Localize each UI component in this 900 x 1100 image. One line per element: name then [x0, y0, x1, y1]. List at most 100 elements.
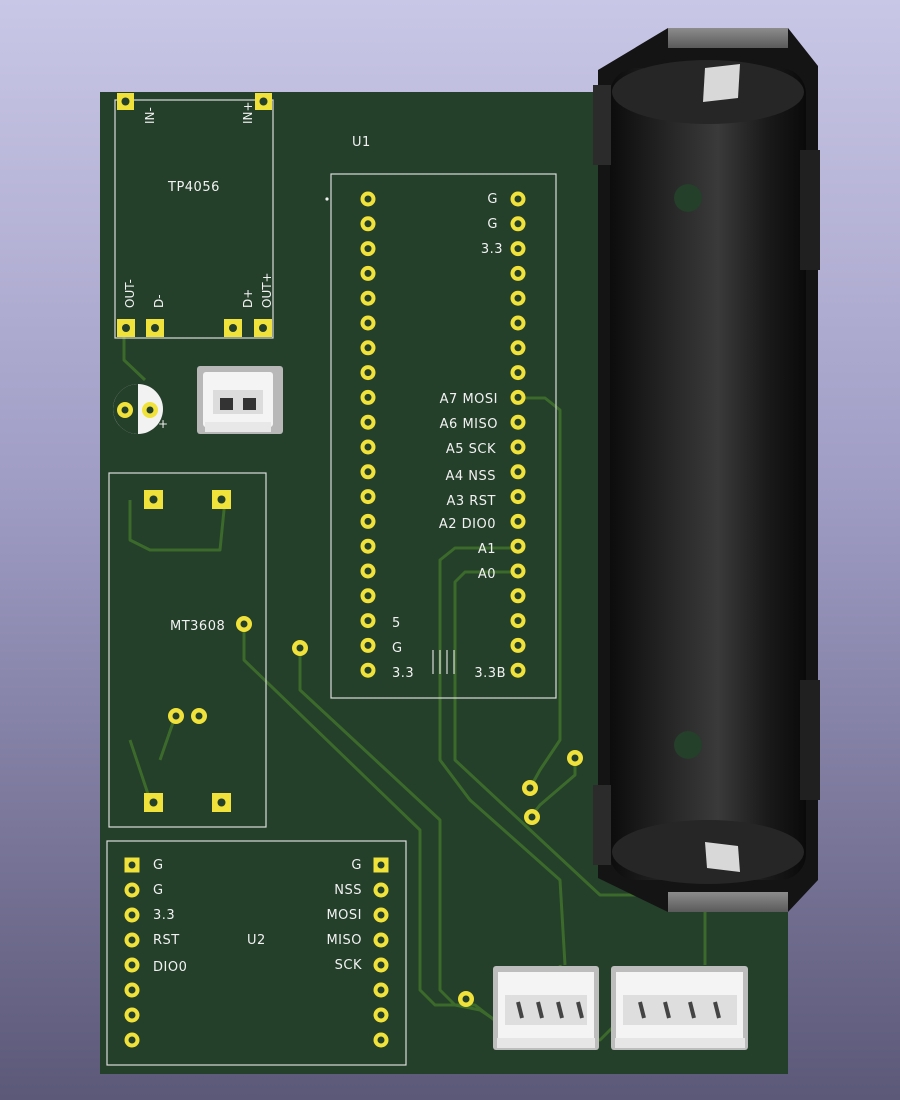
battery-holder-18650	[593, 28, 820, 912]
u1-label-a0: A0	[478, 567, 496, 582]
u2-pad-right-3-hole	[377, 911, 385, 919]
u1-pad-right-11-hole	[514, 443, 522, 451]
u2-footprint: U2 G G 3.3 RST DIO0 G NSS MOSI MISO SCK	[106, 840, 407, 1066]
u1-pad-left-6-hole	[364, 319, 372, 327]
u1-label-a7-mosi: A7 MOSI	[440, 392, 498, 407]
u2-pad-right-1-hole	[377, 861, 385, 869]
u1-pad-right-8-hole	[514, 369, 522, 377]
pin-label-in-minus: IN-	[143, 107, 157, 124]
u1-label-5v: 5	[392, 616, 401, 631]
u2-pad-left-6-hole	[128, 986, 136, 994]
u1-pad-left-10-hole	[364, 418, 372, 426]
vias	[458, 750, 583, 1007]
u2-label-g-right: G	[351, 858, 362, 873]
u1-label-g2: G	[487, 217, 498, 232]
u1-pad-right-17-hole	[514, 592, 522, 600]
u1-label-3v3b: 3.3B	[474, 666, 506, 681]
pin-label-out-plus: OUT+	[260, 272, 274, 308]
u1-pad-right-3-hole	[514, 245, 522, 253]
u1-pad-right-18-hole	[514, 617, 522, 625]
u2-label-sck: SCK	[335, 958, 362, 973]
jst-2pin-connector	[197, 366, 283, 434]
u2-pad-left-4-hole	[128, 936, 136, 944]
u2-pad-right-4-hole	[377, 936, 385, 944]
u1-pad-right-14-hole	[514, 517, 522, 525]
pin-label-d-minus: D-	[152, 294, 166, 308]
u1-pad-left-1-hole	[364, 195, 372, 203]
c1-plus-label: +	[158, 417, 168, 431]
pin-label-out-minus: OUT-	[123, 279, 137, 308]
u1-pad-right-10-hole	[514, 418, 522, 426]
c1-ref-label: C1	[138, 389, 156, 404]
mt3608-label: MT3608	[170, 619, 225, 634]
u1-label-gnd: G	[392, 641, 403, 656]
u2-label-mosi: MOSI	[326, 908, 362, 923]
u2-label-g1: G	[153, 858, 164, 873]
u2-pad-left-5-hole	[128, 961, 136, 969]
u1-label-a4-nss: A4 NSS	[445, 469, 496, 484]
u2-pad-right-5-hole	[377, 961, 385, 969]
u1-label-g1: G	[487, 192, 498, 207]
u2-ref-label: U2	[247, 933, 266, 948]
u1-pad-right-19-hole	[514, 641, 522, 649]
u1-pad-right-4-hole	[514, 269, 522, 277]
u1-label-3v3-left: 3.3	[392, 666, 414, 681]
jst-4pin-connector-left	[493, 966, 599, 1050]
u2-label-miso: MISO	[326, 933, 362, 948]
u2-pad-right-7-hole	[377, 1011, 385, 1019]
u1-pad-left-7-hole	[364, 344, 372, 352]
u2-pad-left-1-hole	[128, 861, 136, 869]
u1-pad-left-5-hole	[364, 294, 372, 302]
u1-label-a2-dio0: A2 DIO0	[439, 517, 496, 532]
u1-pad-right-6-hole	[514, 319, 522, 327]
u2-pad-left-8-hole	[128, 1036, 136, 1044]
u1-pad-left-18-hole	[364, 617, 372, 625]
u1-pad-left-4-hole	[364, 269, 372, 277]
u1-pad-right-15-hole	[514, 542, 522, 550]
u1-pad-right-5-hole	[514, 294, 522, 302]
u2-pad-right-8-hole	[377, 1036, 385, 1044]
u1-pad-left-8-hole	[364, 369, 372, 377]
pin-label-d-plus: D+	[241, 289, 255, 308]
u2-label-g2: G	[153, 883, 164, 898]
u1-pad-left-15-hole	[364, 542, 372, 550]
mt3608-module: MT3608	[108, 472, 308, 828]
u1-label-a1: A1	[478, 542, 496, 557]
u1-pad-left-19-hole	[364, 641, 372, 649]
u1-pad-right-12-hole	[514, 468, 522, 476]
u1-label-a3-rst: A3 RST	[446, 494, 496, 509]
u1-label-a5-sck: A5 SCK	[446, 442, 496, 457]
u1-pad-left-17-hole	[364, 592, 372, 600]
u1-pad-right-13-hole	[514, 493, 522, 501]
tp4056-module: TP4056 IN- IN+ OUT- D- D+ OUT+	[114, 93, 274, 339]
u1-pad-left-12-hole	[364, 468, 372, 476]
u1-pad-right-16-hole	[514, 567, 522, 575]
u1-pad-right-2-hole	[514, 220, 522, 228]
u1-label-a6-miso: A6 MISO	[440, 417, 498, 432]
u1-pad-left-20-hole	[364, 666, 372, 674]
u1-pad-left-14-hole	[364, 517, 372, 525]
u2-label-nss: NSS	[334, 883, 362, 898]
tp4056-label: TP4056	[167, 180, 220, 195]
u2-pad-left-7-hole	[128, 1011, 136, 1019]
pin-label-in-plus: IN+	[241, 101, 255, 124]
u1-pad-left-3-hole	[364, 245, 372, 253]
u2-label-rst: RST	[153, 933, 180, 948]
u1-pad-right-20-hole	[514, 666, 522, 674]
u1-pad-left-2-hole	[364, 220, 372, 228]
u2-pad-left-3-hole	[128, 911, 136, 919]
u2-pad-left-2-hole	[128, 886, 136, 894]
u1-pad-left-13-hole	[364, 493, 372, 501]
u1-pad-left-11-hole	[364, 443, 372, 451]
u1-pad-left-16-hole	[364, 567, 372, 575]
capacitor-c1: C1 +	[113, 384, 168, 434]
u2-pad-right-6-hole	[377, 986, 385, 994]
u1-label-3v3: 3.3	[481, 242, 503, 257]
u1-pad-right-1-hole	[514, 195, 522, 203]
u1-pad-right-9-hole	[514, 393, 522, 401]
u1-pad-right-7-hole	[514, 344, 522, 352]
u2-pad-right-2-hole	[377, 886, 385, 894]
u2-label-dio0: DIO0	[153, 960, 187, 975]
u1-footprint: U1 G G 3.3 A7 MOSI A6 MISO A5 SCK A4 NSS…	[325, 135, 557, 699]
